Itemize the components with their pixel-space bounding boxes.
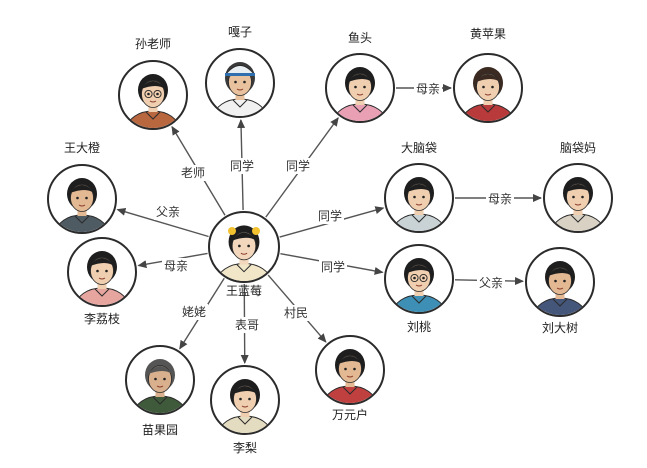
person-node-center[interactable] <box>208 211 280 301</box>
relation-label-text: 同学 <box>286 158 310 173</box>
relation-label-text: 母亲 <box>488 192 512 206</box>
boy-cap-portrait-icon <box>213 62 267 116</box>
person-node-lili[interactable] <box>210 365 280 452</box>
relation-label-sun: 老师 <box>179 165 207 181</box>
person-node-li[interactable] <box>67 237 137 324</box>
relation-label-text: 父亲 <box>156 205 180 219</box>
man-portrait-icon <box>533 261 587 315</box>
person-node-liudashu[interactable] <box>525 247 595 334</box>
person-name: 李荔枝 <box>84 311 120 326</box>
person-name: 李梨 <box>233 440 257 455</box>
relation-label-wanyuanhu: 村民 <box>282 305 310 321</box>
teacher-portrait-icon <box>126 74 180 128</box>
person-node-yutou[interactable] <box>325 53 395 140</box>
relation-label-text: 老师 <box>181 166 205 180</box>
person-node-huang[interactable] <box>453 53 523 140</box>
relation-label-text: 母亲 <box>416 82 440 96</box>
person-node-yazi[interactable] <box>205 48 275 135</box>
relation-label-danao: 同学 <box>316 208 344 224</box>
person-name: 大脑袋 <box>401 141 437 155</box>
person-node-miao[interactable] <box>125 345 195 432</box>
relation-label-huang: 母亲 <box>414 81 442 97</box>
relation-label-text: 同学 <box>321 259 345 274</box>
person-name: 嘎子 <box>228 25 252 39</box>
relation-label-text: 母亲 <box>164 259 188 273</box>
man-phone-portrait-icon <box>323 349 377 403</box>
boy-portrait-icon <box>392 177 446 231</box>
relation-label-text: 父亲 <box>479 276 503 290</box>
person-name: 万元户 <box>332 407 368 422</box>
woman-portrait-icon <box>551 177 605 231</box>
person-name: 黄苹果 <box>470 27 506 41</box>
grandma-portrait-icon <box>133 359 187 413</box>
labels-layer: 老师同学同学母亲父亲同学母亲母亲同学父亲姥姥表哥村民王蓝莓孙老师嘎子鱼头黄苹果王… <box>64 25 596 455</box>
person-node-sun[interactable] <box>118 60 188 147</box>
woman-portrait-icon <box>461 67 515 121</box>
relation-label-liudashu: 父亲 <box>477 275 505 291</box>
person-name: 鱼头 <box>348 31 372 45</box>
person-name: 脑袋妈 <box>560 141 596 155</box>
man-portrait-icon <box>218 379 272 433</box>
nodes-layer <box>47 48 613 452</box>
person-node-danaoma[interactable] <box>543 163 613 250</box>
person-name: 苗果园 <box>142 423 178 437</box>
person-node-liutao[interactable] <box>384 244 454 331</box>
person-name: 刘桃 <box>407 319 431 334</box>
relation-label-text: 同学 <box>318 208 342 223</box>
person-node-danao[interactable] <box>384 163 454 250</box>
relation-arrow-wang <box>116 207 209 238</box>
relation-label-text: 表哥 <box>235 318 259 332</box>
person-name: 王大橙 <box>64 140 100 155</box>
girl-portrait-icon <box>333 67 387 121</box>
person-name: 刘大树 <box>542 320 578 335</box>
relation-label-danaoma: 母亲 <box>486 191 514 207</box>
relation-label-text: 村民 <box>284 306 308 320</box>
person-node-wanyuanhu[interactable] <box>315 335 385 422</box>
relation-label-wang: 父亲 <box>154 204 182 220</box>
relation-label-yutou: 同学 <box>284 158 312 174</box>
relation-label-text: 同学 <box>230 158 254 173</box>
person-name: 孙老师 <box>135 37 171 51</box>
person-node-wang[interactable] <box>47 164 117 251</box>
relation-label-miao: 姥姥 <box>180 304 208 320</box>
relation-label-liutao: 同学 <box>319 259 347 275</box>
relation-label-text: 姥姥 <box>182 304 206 319</box>
person-name: 王蓝莓 <box>226 284 262 298</box>
boy-glasses-portrait-icon <box>392 258 446 312</box>
girl-portrait-icon <box>216 225 272 281</box>
edges-layer <box>116 84 542 365</box>
relation-label-lili: 表哥 <box>233 317 261 333</box>
relation-label-li: 母亲 <box>162 258 190 274</box>
relation-label-yazi: 同学 <box>228 158 256 174</box>
man-portrait-icon <box>55 178 109 232</box>
woman-braid-portrait-icon <box>75 251 129 305</box>
